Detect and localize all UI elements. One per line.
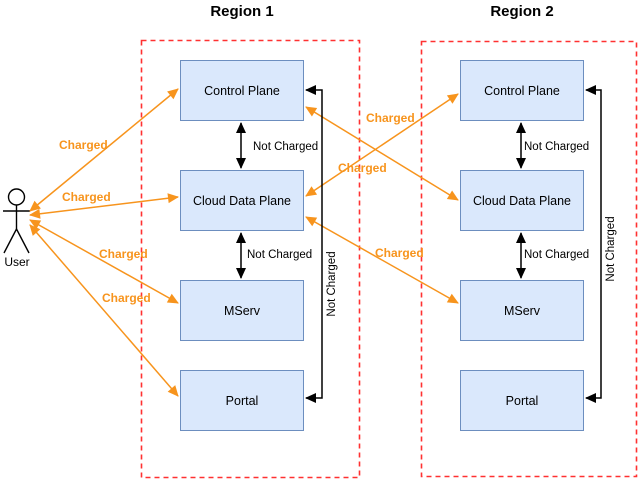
edge-label-notcharged-r1-elbow: Not Charged xyxy=(326,251,338,317)
node-r2-control-plane: Control Plane xyxy=(460,60,584,121)
edge-r1-cloud-data-plane-r2-mserv xyxy=(305,216,459,304)
region-2-title: Region 2 xyxy=(490,3,554,20)
edge-label-notcharged-r2-elbow: Not Charged xyxy=(605,216,617,282)
edge-label-notcharged-r1-bottom: Not Charged xyxy=(247,249,313,261)
edge-label-charged-user-cdp: Charged xyxy=(62,190,111,204)
edge-r1-control-plane-r1-portal-elbow xyxy=(305,85,323,403)
edge-label-charged-user-cp: Charged xyxy=(59,138,108,152)
edge-label-charged-cross-2: Charged xyxy=(338,161,387,175)
node-r1-control-plane: Control Plane xyxy=(180,60,304,121)
edge-label-notcharged-r2-top: Not Charged xyxy=(524,141,590,153)
node-r1-cloud-data-plane: Cloud Data Plane xyxy=(180,170,304,231)
edge-user-r1-cloud-data-plane xyxy=(29,193,179,219)
user-actor-icon xyxy=(3,188,30,254)
node-r2-mserv: MServ xyxy=(460,280,584,341)
edge-label-notcharged-r1-top: Not Charged xyxy=(253,141,319,153)
node-r1-mserv: MServ xyxy=(180,280,304,341)
edge-label-charged-user-mserv: Charged xyxy=(99,247,148,261)
edge-user-r1-control-plane xyxy=(29,88,179,212)
region-1-title: Region 1 xyxy=(210,3,274,20)
edge-label-charged-user-portal: Charged xyxy=(102,291,151,305)
edge-label-charged-cross-1: Charged xyxy=(366,111,415,125)
edge-user-r1-portal xyxy=(29,224,179,397)
edge-label-notcharged-r2-bottom: Not Charged xyxy=(524,249,590,261)
node-r1-portal: Portal xyxy=(180,370,304,431)
node-r2-cloud-data-plane: Cloud Data Plane xyxy=(460,170,584,231)
user-actor-label: User xyxy=(4,255,30,269)
node-r2-portal: Portal xyxy=(460,370,584,431)
edge-r1-cloud-data-plane-r2-control-plane xyxy=(305,93,459,197)
edge-r2-control-plane-r2-portal-elbow xyxy=(585,85,602,403)
edge-r1-control-plane-r2-cloud-data-plane xyxy=(305,106,459,201)
edge-label-charged-cross-3: Charged xyxy=(375,246,424,260)
